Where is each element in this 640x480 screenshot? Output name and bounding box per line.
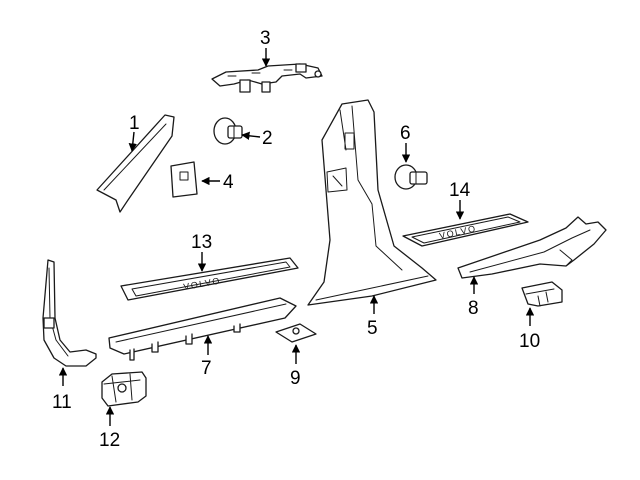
part-13-sill-plate: VOLVO — [120, 257, 299, 301]
part-1-a-pillar-trim — [96, 114, 175, 213]
part-8-rear-sill-trim — [457, 216, 607, 279]
part-14-sill-plate: VOLVO — [402, 213, 529, 247]
part-12-bracket — [101, 371, 147, 407]
callout-4: 4 — [223, 172, 234, 193]
callout-1: 1 — [129, 113, 140, 134]
callout-labels: 1 2 3 4 5 6 7 8 9 10 11 12 13 14 — [52, 28, 540, 451]
leader-lines — [58, 48, 535, 426]
part-5-b-pillar-trim — [307, 99, 437, 306]
callout-10: 10 — [519, 331, 540, 352]
part-6-clip — [394, 164, 428, 190]
callout-5: 5 — [367, 318, 378, 339]
callout-3: 3 — [260, 28, 271, 49]
part-7-scuff-plate — [108, 297, 297, 361]
callout-2: 2 — [262, 128, 273, 149]
callout-13: 13 — [191, 232, 212, 253]
part-4-pad — [170, 161, 198, 198]
callout-11: 11 — [52, 392, 72, 413]
callout-12: 12 — [99, 430, 120, 451]
part-2-clip — [213, 117, 243, 145]
leader-1 — [128, 131, 137, 152]
callout-14: 14 — [449, 180, 471, 201]
leader-2 — [241, 131, 261, 141]
callout-6: 6 — [400, 123, 411, 144]
part-10-bracket — [521, 281, 563, 307]
part-3-harness — [211, 63, 323, 93]
callout-8: 8 — [468, 298, 479, 319]
part-9-clip-plate — [275, 323, 317, 343]
part-11-trim-bracket — [42, 259, 97, 367]
callout-7: 7 — [201, 358, 212, 379]
callout-9: 9 — [290, 368, 301, 389]
